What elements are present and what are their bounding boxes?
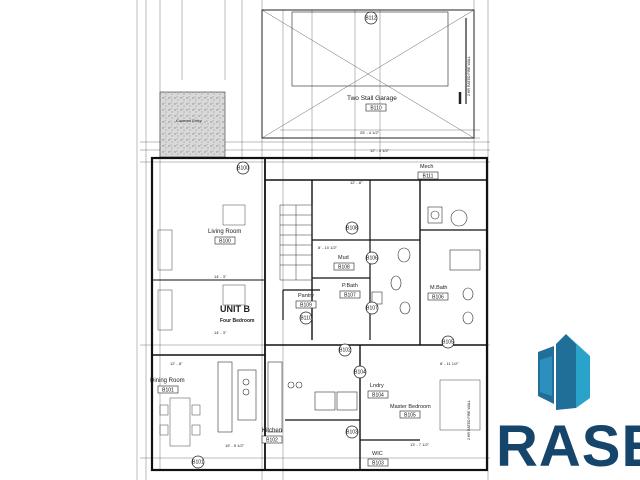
dimension-master: 13' - 7 1/2": [410, 442, 430, 447]
door-tag-mbath: B106: [366, 256, 378, 262]
unit-subtitle: Four Bedroom: [220, 318, 255, 324]
door-tag-pantry: B110: [300, 316, 312, 322]
dimension-mud: 8' - 10 1/2": [318, 245, 338, 250]
door-tag-mud: B108: [346, 226, 358, 232]
room-name-dining: Dining Room: [150, 378, 185, 384]
building-walls: [150, 156, 489, 472]
rase-logo-mark: [538, 334, 590, 410]
room-tag-pbath: B107: [344, 293, 356, 299]
room-tag-box-pantry: [295, 300, 317, 309]
master-bed: [439, 379, 481, 431]
room-tag-garage: B110: [370, 106, 382, 112]
room-tag-living: B100: [219, 239, 231, 245]
room-name-pbath: P.Bath: [342, 283, 358, 289]
rase-logo-text: RASE: [496, 414, 640, 479]
room-name-laundry: Lndry: [370, 383, 384, 389]
dining-table: [159, 397, 201, 447]
room-tag-dining: B101: [162, 388, 174, 394]
door-tag-kitchen: B102: [339, 348, 351, 354]
room-tag-box-dining: [157, 385, 179, 394]
door-tag-bubble-laundry: [353, 365, 367, 379]
dimension-garage-inner: 12' - 4 1/2": [370, 148, 390, 153]
room-tag-box-garage: [365, 103, 387, 112]
room-tag-box-wic: [367, 458, 389, 467]
door-tag-laundry: B104: [354, 370, 366, 376]
dimension-kitchen: 19' - 5 1/2": [225, 443, 245, 448]
door-tag-bubble-garage: [364, 11, 378, 25]
door-tag-garage: B112: [365, 16, 377, 22]
room-tag-kitchen: B102: [266, 438, 278, 444]
room-tag-box-mud: [333, 262, 355, 271]
door-tag-living: B100: [237, 166, 249, 172]
room-tag-laundry: B104: [372, 393, 384, 399]
dimension-hall: 12' - 8": [350, 180, 363, 185]
room-name-master: Master Bedroom: [390, 404, 431, 410]
door-tag-dining: B101: [192, 460, 204, 466]
door-tag-bubble-mud: [345, 221, 359, 235]
door-tag-bubble-wic: [345, 425, 359, 439]
room-tag-box-pbath: [339, 290, 361, 299]
room-tag-mud: B108: [338, 265, 350, 271]
room-name-mud: Mud: [338, 255, 349, 261]
door-tag-bubble-pantry: [299, 311, 313, 325]
door-tag-bubble-dining: [191, 455, 205, 469]
laundry-fixtures: [314, 391, 358, 411]
room-tag-box-mbath: [427, 292, 449, 301]
room-name-wic: WIC: [372, 451, 383, 457]
room-name-pantry: Pantry: [298, 293, 314, 299]
staircase: [279, 204, 313, 281]
door-tag-pbath: B107: [366, 306, 378, 312]
dimension-living: 14' - 3": [214, 274, 227, 279]
pbath-fixtures: [371, 275, 411, 315]
door-tag-bubble-pbath: [365, 301, 379, 315]
room-tag-box-laundry: [367, 390, 389, 399]
fire-wall-label-bedroom: 2 HR RATED FIRE WALL: [467, 400, 471, 440]
door-tag-master: B105: [442, 340, 454, 346]
room-tag-mbath: B106: [432, 295, 444, 301]
kitchen-cabinets: [217, 361, 303, 433]
door-tag-wic: B103: [346, 430, 358, 436]
room-name-living: Living Room: [208, 229, 241, 235]
garage-area: [261, 9, 475, 139]
room-tag-box-master: [399, 410, 421, 419]
mbath-fixtures: [397, 247, 481, 325]
door-tag-bubble-living: [236, 161, 250, 175]
room-tag-pantry: B109: [300, 303, 312, 309]
unit-title: UNIT B: [220, 304, 250, 314]
room-tag-mech: B111: [423, 174, 434, 180]
room-name-mbath: M.Bath: [430, 285, 447, 291]
room-tag-box-living: [214, 236, 236, 245]
room-tag-wic: B103: [372, 461, 384, 467]
door-tag-bubble-mbath: [365, 251, 379, 265]
room-name-kitchen: Kitchen: [262, 428, 282, 434]
room-tag-box-kitchen: [261, 435, 283, 444]
covered-entry: [159, 91, 226, 158]
dimension-upper: 12' - 8": [170, 361, 183, 366]
fire-wall-label-garage: 2 HR RATED FIRE WALL: [467, 56, 471, 96]
room-tag-box-mech: [417, 171, 439, 180]
room-tag-master: B105: [404, 413, 416, 419]
dimension-bath: 8' - 11 1/2": [440, 361, 459, 366]
covered-entry-label: Covered Entry: [176, 118, 202, 123]
door-tag-bubble-kitchen: [338, 343, 352, 357]
dimension-garage-width: 25' - 4 1/2": [360, 130, 380, 135]
room-name-garage: Two Stall Garage: [347, 95, 397, 102]
mech-fixtures: [427, 206, 468, 227]
door-tag-bubble-master: [441, 335, 455, 349]
living-furniture: [157, 204, 246, 331]
room-name-mech: Mech: [420, 164, 433, 170]
dimension-unit: 14' - 3": [214, 330, 227, 335]
